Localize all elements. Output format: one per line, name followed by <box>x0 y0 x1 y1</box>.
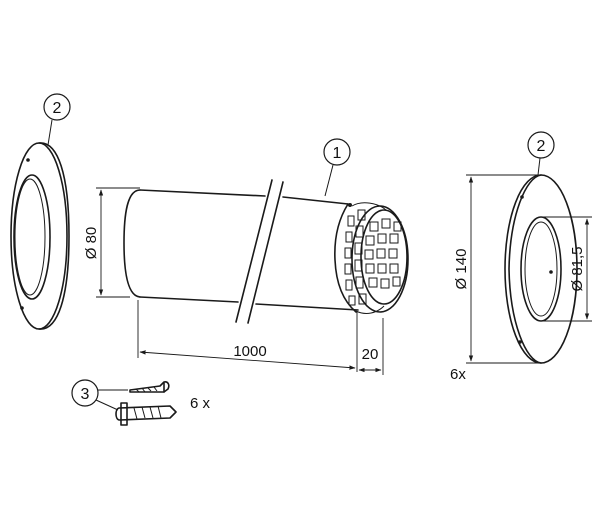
callout-fixings: 3 <box>81 386 90 403</box>
screw-hole <box>20 306 24 310</box>
pipe-end-dot <box>348 203 352 207</box>
dimension-pipe-length <box>137 300 358 372</box>
grille-depth-label: 20 <box>362 346 379 363</box>
grille-cap <box>334 202 409 314</box>
fixings-quantity: 6 x <box>190 395 211 412</box>
callout-circle-ring-left <box>43 93 71 121</box>
callout-pipe: 1 <box>333 145 342 162</box>
screw <box>129 381 170 393</box>
screw-hole <box>26 158 30 162</box>
callout-ring-right: 2 <box>537 138 546 155</box>
leader-line <box>537 157 541 176</box>
callout-circle-pipe <box>323 138 351 166</box>
dimension-ring-inner-diameter <box>543 216 592 322</box>
callout-circle-ring-right <box>527 131 555 159</box>
callout-circle-fixings <box>71 379 99 407</box>
screw-hole <box>549 270 553 274</box>
callout-ring-left: 2 <box>53 100 62 117</box>
pipe-diameter-label: Ø 80 <box>83 227 100 260</box>
leader-line <box>47 119 53 146</box>
break-mark <box>235 179 273 323</box>
leader-line <box>324 164 334 197</box>
leader-line <box>95 399 119 411</box>
pipe-length-label: 1000 <box>233 343 266 360</box>
ring-screws-quantity: 6x <box>450 366 466 383</box>
screw-hole <box>520 195 524 199</box>
dimension-grille-depth <box>358 318 384 375</box>
screw-hole <box>518 340 522 344</box>
wall-plug <box>115 402 177 426</box>
wall-ring-right <box>504 174 578 364</box>
ring-outer-diameter-label: Ø 140 <box>453 249 470 290</box>
break-mark <box>247 181 284 324</box>
dimension-ring-outer-diameter <box>466 174 541 364</box>
dimension-pipe-diameter <box>96 187 140 298</box>
wall-ring-left <box>10 142 70 330</box>
ring-inner-diameter-label: Ø 81,5 <box>569 246 586 291</box>
ventilation-pipe <box>123 179 359 324</box>
